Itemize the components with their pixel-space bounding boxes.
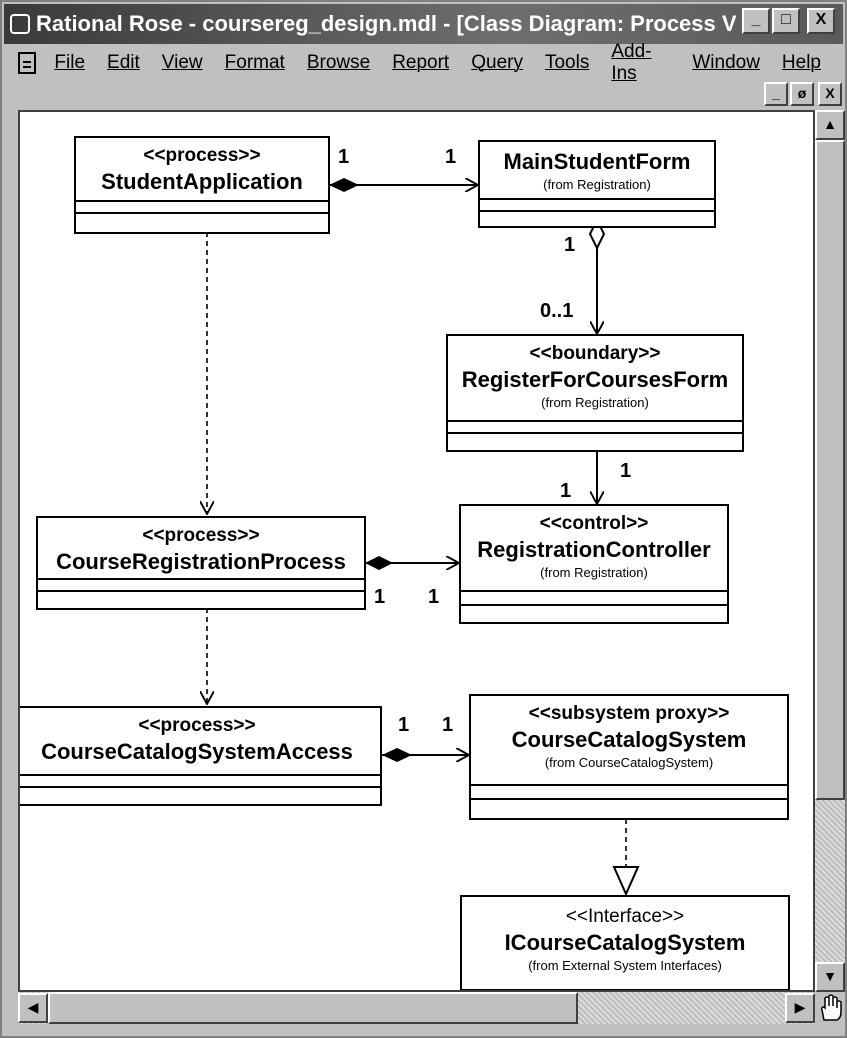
stereotype-label: <<process>>: [138, 715, 256, 736]
document-menu-icon[interactable]: [18, 52, 37, 74]
class-student-application[interactable]: <<process>> StudentApplication: [74, 136, 330, 234]
scroll-up-arrow-icon[interactable]: ▲: [815, 110, 845, 140]
multiplicity-label: 1: [560, 480, 572, 502]
menu-window[interactable]: Window: [692, 52, 760, 73]
multiplicity-label: 1: [442, 714, 454, 736]
menu-tools[interactable]: Tools: [544, 52, 590, 73]
stereotype-label: <<Interface>>: [565, 906, 685, 927]
rational-rose-app-icon[interactable]: [10, 14, 30, 34]
class-course-registration-process[interactable]: <<process>> CourseRegistrationProcess: [36, 516, 366, 610]
menu-add-ins[interactable]: Add-Ins: [611, 41, 652, 84]
composition-diamond-icon: [329, 178, 359, 192]
menu-edit[interactable]: Edit: [107, 52, 140, 73]
menu-bar: File Edit View Format Browse Report Quer…: [4, 41, 843, 84]
class-name: StudentApplication: [101, 169, 303, 194]
close-button[interactable]: X: [807, 8, 835, 34]
package-label: (from External System Interfaces): [528, 958, 722, 973]
class-name: RegistrationController: [477, 537, 711, 562]
operations-compartment: [38, 590, 364, 592]
attributes-compartment: [471, 784, 787, 786]
scroll-left-arrow-icon[interactable]: ◀: [18, 993, 48, 1023]
package-label: (from Registration): [543, 177, 651, 192]
menu-view[interactable]: View: [161, 52, 203, 73]
operations-compartment: [471, 798, 787, 800]
menu-browse[interactable]: Browse: [306, 52, 371, 73]
class-register-for-courses-form[interactable]: <<boundary>> RegisterForCoursesForm (fro…: [446, 334, 744, 452]
class-name: CourseRegistrationProcess: [56, 549, 346, 574]
multiplicity-label: 1: [374, 586, 386, 608]
operations-compartment: [76, 212, 328, 214]
multiplicity-label: 1: [428, 586, 440, 608]
stereotype-label: <<boundary>>: [529, 343, 661, 364]
operations-compartment: [480, 210, 714, 212]
class-main-student-form[interactable]: MainStudentForm (from Registration): [478, 140, 716, 228]
class-name: CourseCatalogSystemAccess: [41, 739, 353, 764]
class-diagram-canvas[interactable]: <<process>> StudentApplication MainStude…: [18, 110, 815, 992]
multiplicity-label: 1: [620, 460, 632, 482]
class-name: CourseCatalogSystem: [511, 727, 747, 752]
package-label: (from Registration): [540, 565, 648, 580]
class-course-catalog-system[interactable]: <<subsystem proxy>> CourseCatalogSystem …: [469, 694, 789, 820]
realization-triangle-icon: [612, 866, 640, 897]
class-name: MainStudentForm: [503, 149, 691, 174]
horizontal-scroll-thumb[interactable]: [48, 992, 578, 1024]
menu-report[interactable]: Report: [392, 52, 450, 73]
horizontal-scrollbar[interactable]: ◀ ▶: [18, 992, 815, 1024]
operations-compartment: [448, 432, 742, 434]
operations-compartment: [461, 604, 727, 606]
multiplicity-label: 1: [445, 146, 457, 168]
menu-query[interactable]: Query: [471, 52, 523, 73]
window-title: Rational Rose - coursereg_design.mdl - […: [36, 11, 736, 36]
child-close-button[interactable]: X: [818, 82, 842, 106]
attributes-compartment: [76, 200, 328, 202]
stereotype-label: <<subsystem proxy>>: [528, 703, 730, 724]
scroll-down-arrow-icon[interactable]: ▼: [815, 962, 845, 992]
scroll-right-arrow-icon[interactable]: ▶: [785, 993, 815, 1023]
attributes-compartment: [461, 590, 727, 592]
maximize-button[interactable]: □: [772, 8, 800, 34]
vertical-scroll-thumb[interactable]: [815, 140, 845, 800]
attributes-compartment: [38, 578, 364, 580]
multiplicity-label: 1: [338, 146, 350, 168]
stereotype-label: <<process>>: [142, 525, 260, 546]
vertical-scrollbar[interactable]: ▲ ▼: [815, 110, 845, 992]
multiplicity-label: 1: [564, 234, 576, 256]
stereotype-label: <<process>>: [143, 145, 261, 166]
composition-diamond-icon: [365, 556, 393, 570]
multiplicity-label: 0..1: [540, 300, 574, 322]
title-bar[interactable]: Rational Rose - coursereg_design.mdl - […: [4, 4, 843, 44]
operations-compartment: [20, 786, 380, 788]
child-restore-button[interactable]: ø: [790, 82, 814, 106]
package-label: (from CourseCatalogSystem): [544, 755, 714, 770]
class-registration-controller[interactable]: <<control>> RegistrationController (from…: [459, 504, 729, 624]
attributes-compartment: [448, 420, 742, 422]
composition-diamond-icon: [382, 748, 412, 762]
interface-icourse-catalog-system[interactable]: <<Interface>> ICourseCatalogSystem (from…: [460, 895, 790, 990]
class-name: RegisterForCoursesForm: [461, 367, 729, 392]
attributes-compartment: [20, 774, 380, 776]
minimize-button[interactable]: _: [742, 8, 770, 34]
class-name: ICourseCatalogSystem: [504, 930, 746, 955]
menu-file[interactable]: File: [54, 52, 86, 73]
class-course-catalog-system-access[interactable]: <<process>> CourseCatalogSystemAccess: [20, 706, 382, 806]
multiplicity-label: 1: [398, 714, 410, 736]
menu-format[interactable]: Format: [224, 52, 285, 73]
hand-cursor-icon: [815, 992, 845, 1024]
stereotype-label: <<control>>: [539, 513, 649, 534]
menu-help[interactable]: Help: [781, 52, 821, 73]
child-minimize-button[interactable]: _: [764, 82, 788, 106]
attributes-compartment: [480, 198, 714, 200]
package-label: (from Registration): [541, 395, 649, 410]
